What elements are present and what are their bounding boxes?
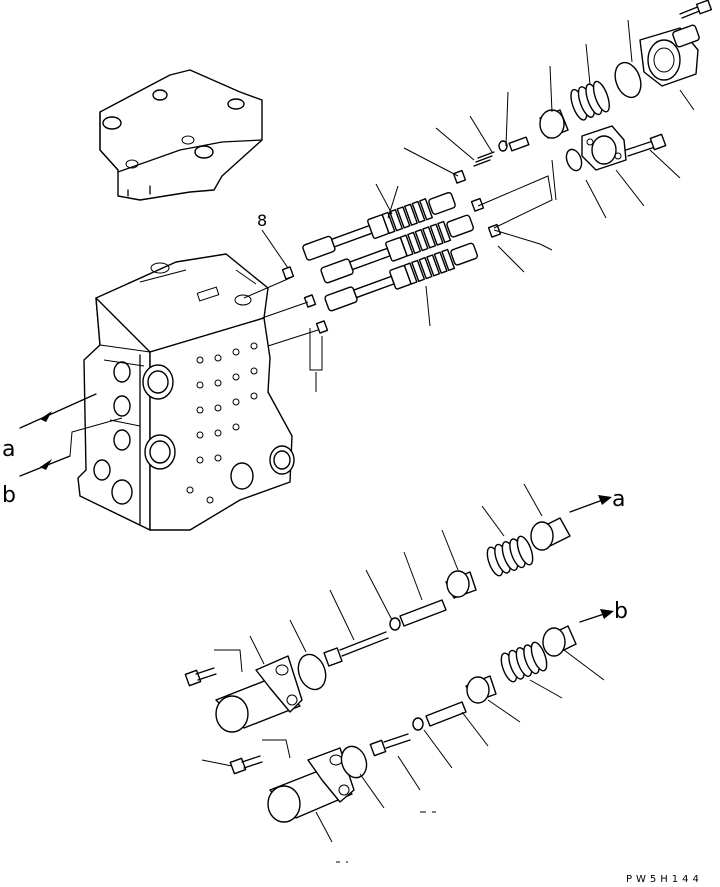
arrow-label-a-left: a (2, 437, 15, 462)
drawing-code: PW5H144 (626, 874, 703, 885)
arrow-label-a-right: a (612, 487, 625, 512)
spool-assembly (281, 136, 530, 334)
leader-lines (19, 19, 695, 843)
callout-number-8: 8 (257, 211, 267, 230)
labels: 8 a b a b PW5H144 (2, 211, 703, 885)
valve-body-icon (77, 253, 295, 531)
cover-plate-icon (99, 69, 263, 201)
arrow-label-b-right: b (614, 599, 628, 624)
lower-parts-group-a (184, 517, 571, 733)
arrow-label-b-left: b (2, 483, 16, 508)
top-right-parts (539, 0, 713, 172)
lower-parts-group-b (229, 625, 577, 823)
